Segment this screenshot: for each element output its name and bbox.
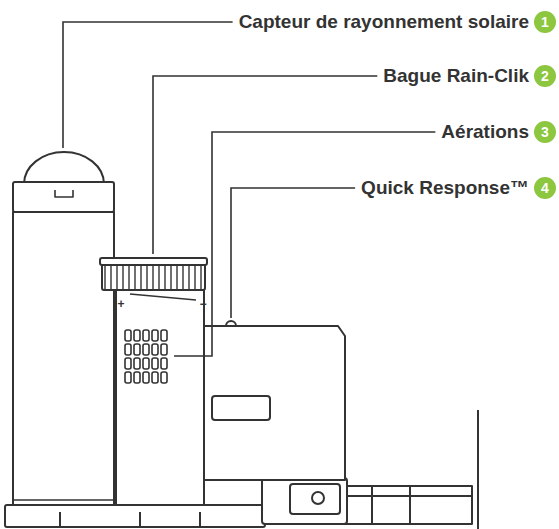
vent-slot bbox=[152, 358, 158, 369]
vent-slot bbox=[143, 330, 149, 341]
vent-slot bbox=[125, 372, 131, 383]
vent-slot bbox=[125, 330, 131, 341]
base-plate bbox=[5, 505, 265, 527]
arm-line bbox=[345, 495, 472, 497]
housing-label-plate bbox=[212, 396, 270, 420]
ring-top bbox=[100, 258, 207, 265]
mounting-arm bbox=[345, 486, 472, 524]
leader-line bbox=[63, 22, 233, 148]
callout-number: 2 bbox=[534, 65, 556, 87]
vent-slot bbox=[152, 372, 158, 383]
mounting-edge bbox=[477, 410, 479, 529]
base-foot bbox=[199, 512, 201, 527]
sensor-cap bbox=[13, 182, 114, 212]
vent-slot bbox=[161, 344, 167, 355]
vent-slot bbox=[161, 330, 167, 341]
vent-slot bbox=[143, 344, 149, 355]
vent-slot bbox=[161, 358, 167, 369]
vent-slot bbox=[143, 358, 149, 369]
arm-joint bbox=[409, 486, 411, 524]
rain-clik-ring bbox=[102, 262, 205, 290]
part-label: Quick Response™ bbox=[361, 177, 529, 199]
base-foot bbox=[59, 512, 61, 527]
sensor-column bbox=[13, 212, 114, 505]
column-seam bbox=[13, 499, 114, 500]
scale-mark: − bbox=[199, 298, 206, 310]
adjust-scale bbox=[130, 294, 196, 300]
callout-number: 3 bbox=[534, 121, 556, 143]
leader-line bbox=[153, 76, 377, 254]
part-label: Capteur de rayonnement solaire bbox=[239, 11, 529, 33]
arm-bracket-inner bbox=[290, 484, 340, 514]
callout-number: 1 bbox=[534, 11, 556, 33]
vent-slot bbox=[161, 372, 167, 383]
vent-slot bbox=[152, 330, 158, 341]
arm-bracket bbox=[262, 478, 347, 524]
vent-slot bbox=[134, 372, 140, 383]
scale-mark: + bbox=[117, 298, 124, 310]
body-column bbox=[100, 290, 204, 505]
solar-dome bbox=[24, 152, 104, 184]
cap-notch bbox=[55, 190, 73, 197]
part-label: Aérations bbox=[441, 121, 529, 143]
callout-number: 4 bbox=[534, 177, 556, 199]
vent-slot bbox=[152, 344, 158, 355]
vent-slot bbox=[134, 330, 140, 341]
vent-slot bbox=[125, 358, 131, 369]
vent-slot bbox=[125, 344, 131, 355]
vent-slot bbox=[134, 344, 140, 355]
part-label: Bague Rain-Clik bbox=[383, 65, 529, 87]
vent-slot bbox=[134, 358, 140, 369]
arm-joint bbox=[371, 486, 373, 524]
base-foot bbox=[139, 512, 141, 527]
leader-line bbox=[231, 188, 355, 318]
leader-line bbox=[174, 132, 435, 356]
quick-response-button bbox=[226, 321, 236, 326]
vent-slot bbox=[143, 372, 149, 383]
bracket-pivot bbox=[312, 492, 324, 504]
